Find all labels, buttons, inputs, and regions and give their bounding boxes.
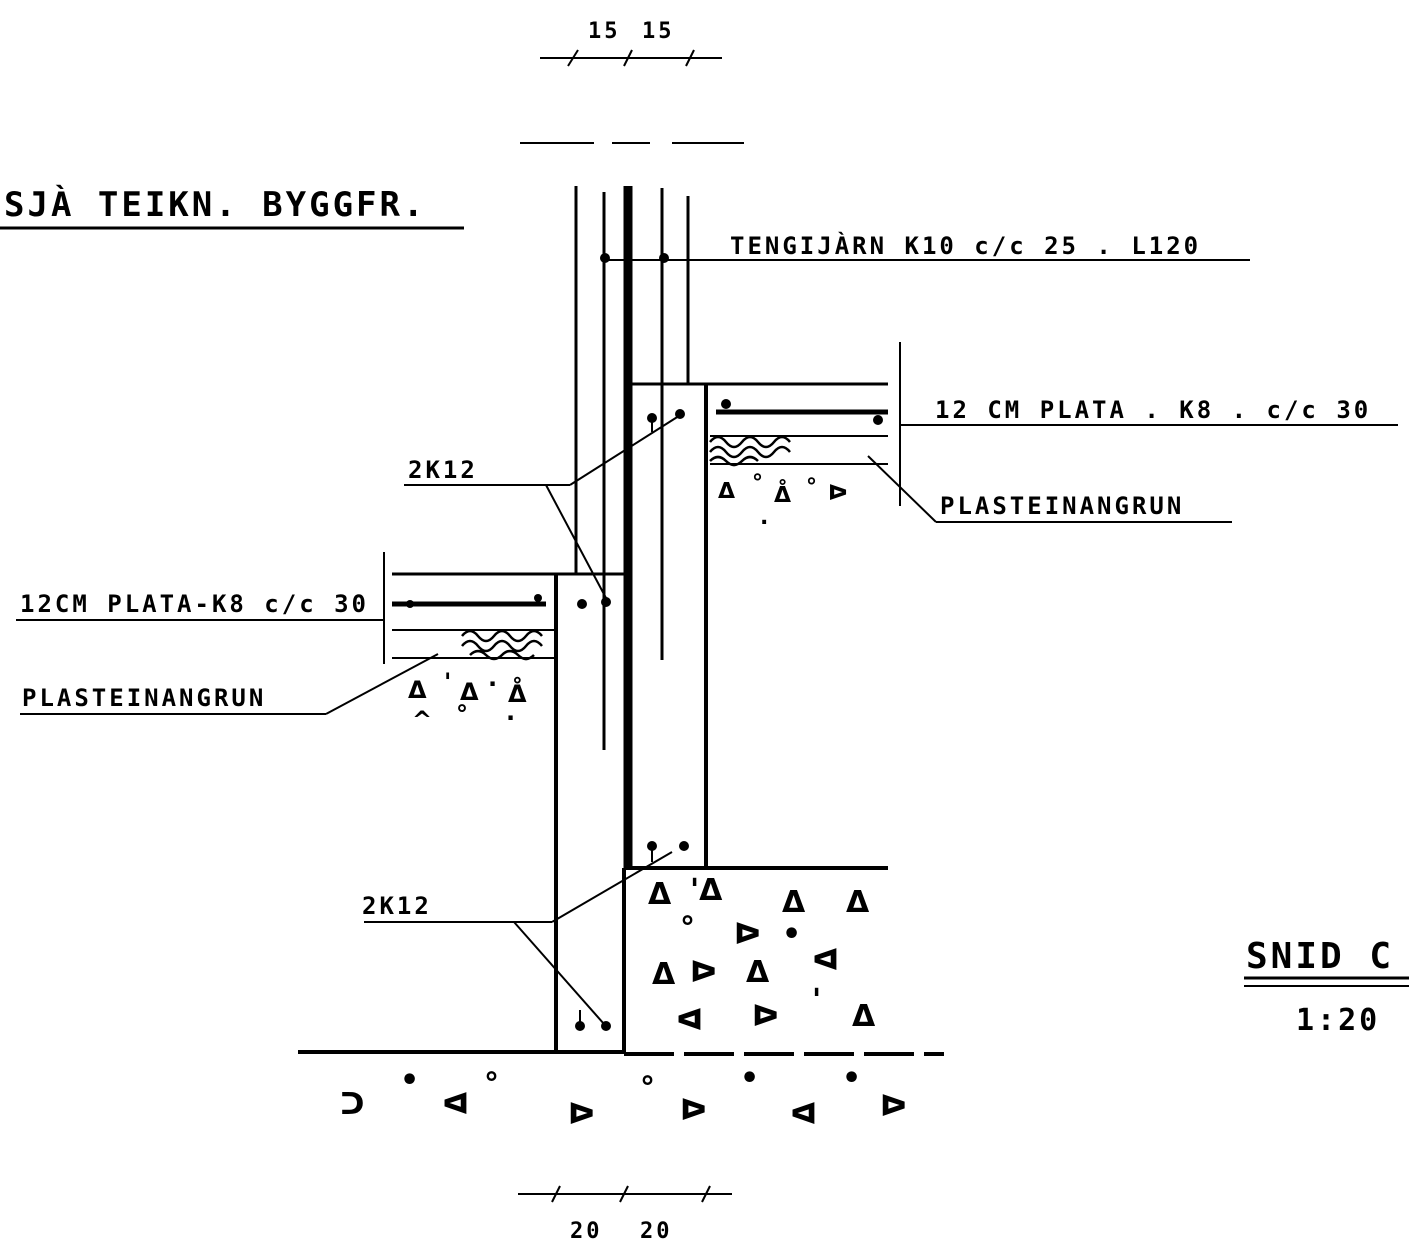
svg-text:ᐅ: ᐅ (680, 1093, 707, 1128)
ground-line (298, 1050, 944, 1056)
dim-bottom-1: 20 (570, 1219, 603, 1244)
svg-text:ᐃ: ᐃ (782, 885, 806, 920)
svg-text:ᐅ: ᐅ (828, 481, 848, 506)
lower-gravel: ᐃ ' ᐃ · ᐂ ^ °. (408, 668, 527, 734)
svg-text:ᑐ: ᑐ (340, 1087, 364, 1122)
svg-text:ᐂ: ᐂ (508, 676, 527, 708)
svg-text:'ᐃ: 'ᐃ (690, 873, 723, 908)
soil: ᑐ • ᐊ ° ᐅ ° ᐅ • ᐊ • ᐅ (340, 1061, 907, 1132)
svg-text:ᐅ: ᐅ (880, 1089, 907, 1124)
svg-text:•: • (400, 1063, 419, 1098)
callout-slab-upper: 12 CM PLATA . K8 . c/c 30 (935, 396, 1371, 424)
svg-text:·: · (488, 670, 497, 698)
svg-text:ᐃ: ᐃ (746, 955, 770, 990)
dim-top-1: 15 (588, 19, 621, 44)
svg-text:ᐊ: ᐊ (442, 1087, 469, 1122)
svg-text:ᐂ: ᐂ (774, 478, 791, 508)
svg-text:ᐅ: ᐅ (734, 917, 761, 952)
callout-tie-rebar: TENGIJÀRN K10 c/c 25 . L120 (730, 231, 1201, 260)
svg-text:': ' (444, 668, 451, 696)
section-title: SNID C (1246, 936, 1394, 977)
svg-text:^: ^ (412, 706, 432, 734)
lower-slab (383, 552, 624, 1052)
svg-text:ᐃ: ᐃ (846, 885, 870, 920)
upper-gravel: ᐃ ° ᐂ ° ᐅ. (718, 471, 848, 530)
svg-text:ᐊ: ᐊ (790, 1097, 817, 1132)
dim-top-2: 15 (642, 19, 675, 44)
svg-text:.: . (506, 698, 515, 726)
dim-bottom-2: 20 (640, 1219, 673, 1244)
svg-text:•: • (782, 917, 801, 952)
reference-note: SJÀ TEIKN. BYGGFR. (4, 184, 426, 225)
svg-text:ᐅ: ᐅ (690, 955, 717, 990)
svg-text:ᐃ: ᐃ (718, 479, 735, 504)
title-block: SNID C 1:20 (1244, 936, 1409, 1038)
section-scale: 1:20 (1296, 1003, 1380, 1038)
svg-text:ᐃ: ᐃ (408, 676, 427, 704)
svg-text:ᐊ: ᐊ (812, 943, 839, 978)
svg-text:ᐃ: ᐃ (652, 957, 676, 992)
svg-text:ᐅ: ᐅ (568, 1097, 595, 1132)
svg-text:°: ° (484, 1067, 499, 1102)
svg-text:°: ° (752, 471, 763, 496)
svg-text:•: • (740, 1061, 759, 1096)
callout-slab-lower: 12CM PLATA-K8 c/c 30 (20, 590, 369, 618)
svg-text:°: ° (806, 475, 817, 500)
svg-text:ᐃ: ᐃ (460, 678, 479, 706)
svg-text:ᐊ: ᐊ (676, 1003, 703, 1038)
callout-insulation-lower: PLASTEINANGRUN (22, 684, 266, 712)
svg-text:.: . (760, 505, 768, 530)
footing (575, 841, 888, 1052)
svg-text:°: ° (640, 1071, 655, 1106)
svg-text:°: ° (680, 911, 695, 946)
upper-slab (628, 342, 901, 868)
callout-insulation-upper: PLASTEINANGRUN (940, 492, 1184, 520)
svg-text:': ' (812, 983, 821, 1018)
svg-text:•: • (842, 1061, 861, 1096)
bottom-dimension: 20 20 (518, 1185, 732, 1244)
svg-text:°: ° (456, 700, 468, 728)
callout-rebar-upper: 2K12 (408, 456, 478, 484)
svg-text:ᐃ: ᐃ (648, 877, 672, 912)
wall-rebars (574, 186, 690, 868)
svg-text:ᐃ: ᐃ (852, 999, 876, 1034)
svg-text:ᐅ: ᐅ (752, 999, 779, 1034)
callout-rebar-lower: 2K12 (362, 892, 432, 920)
top-dimension: 15 15 (540, 19, 722, 67)
